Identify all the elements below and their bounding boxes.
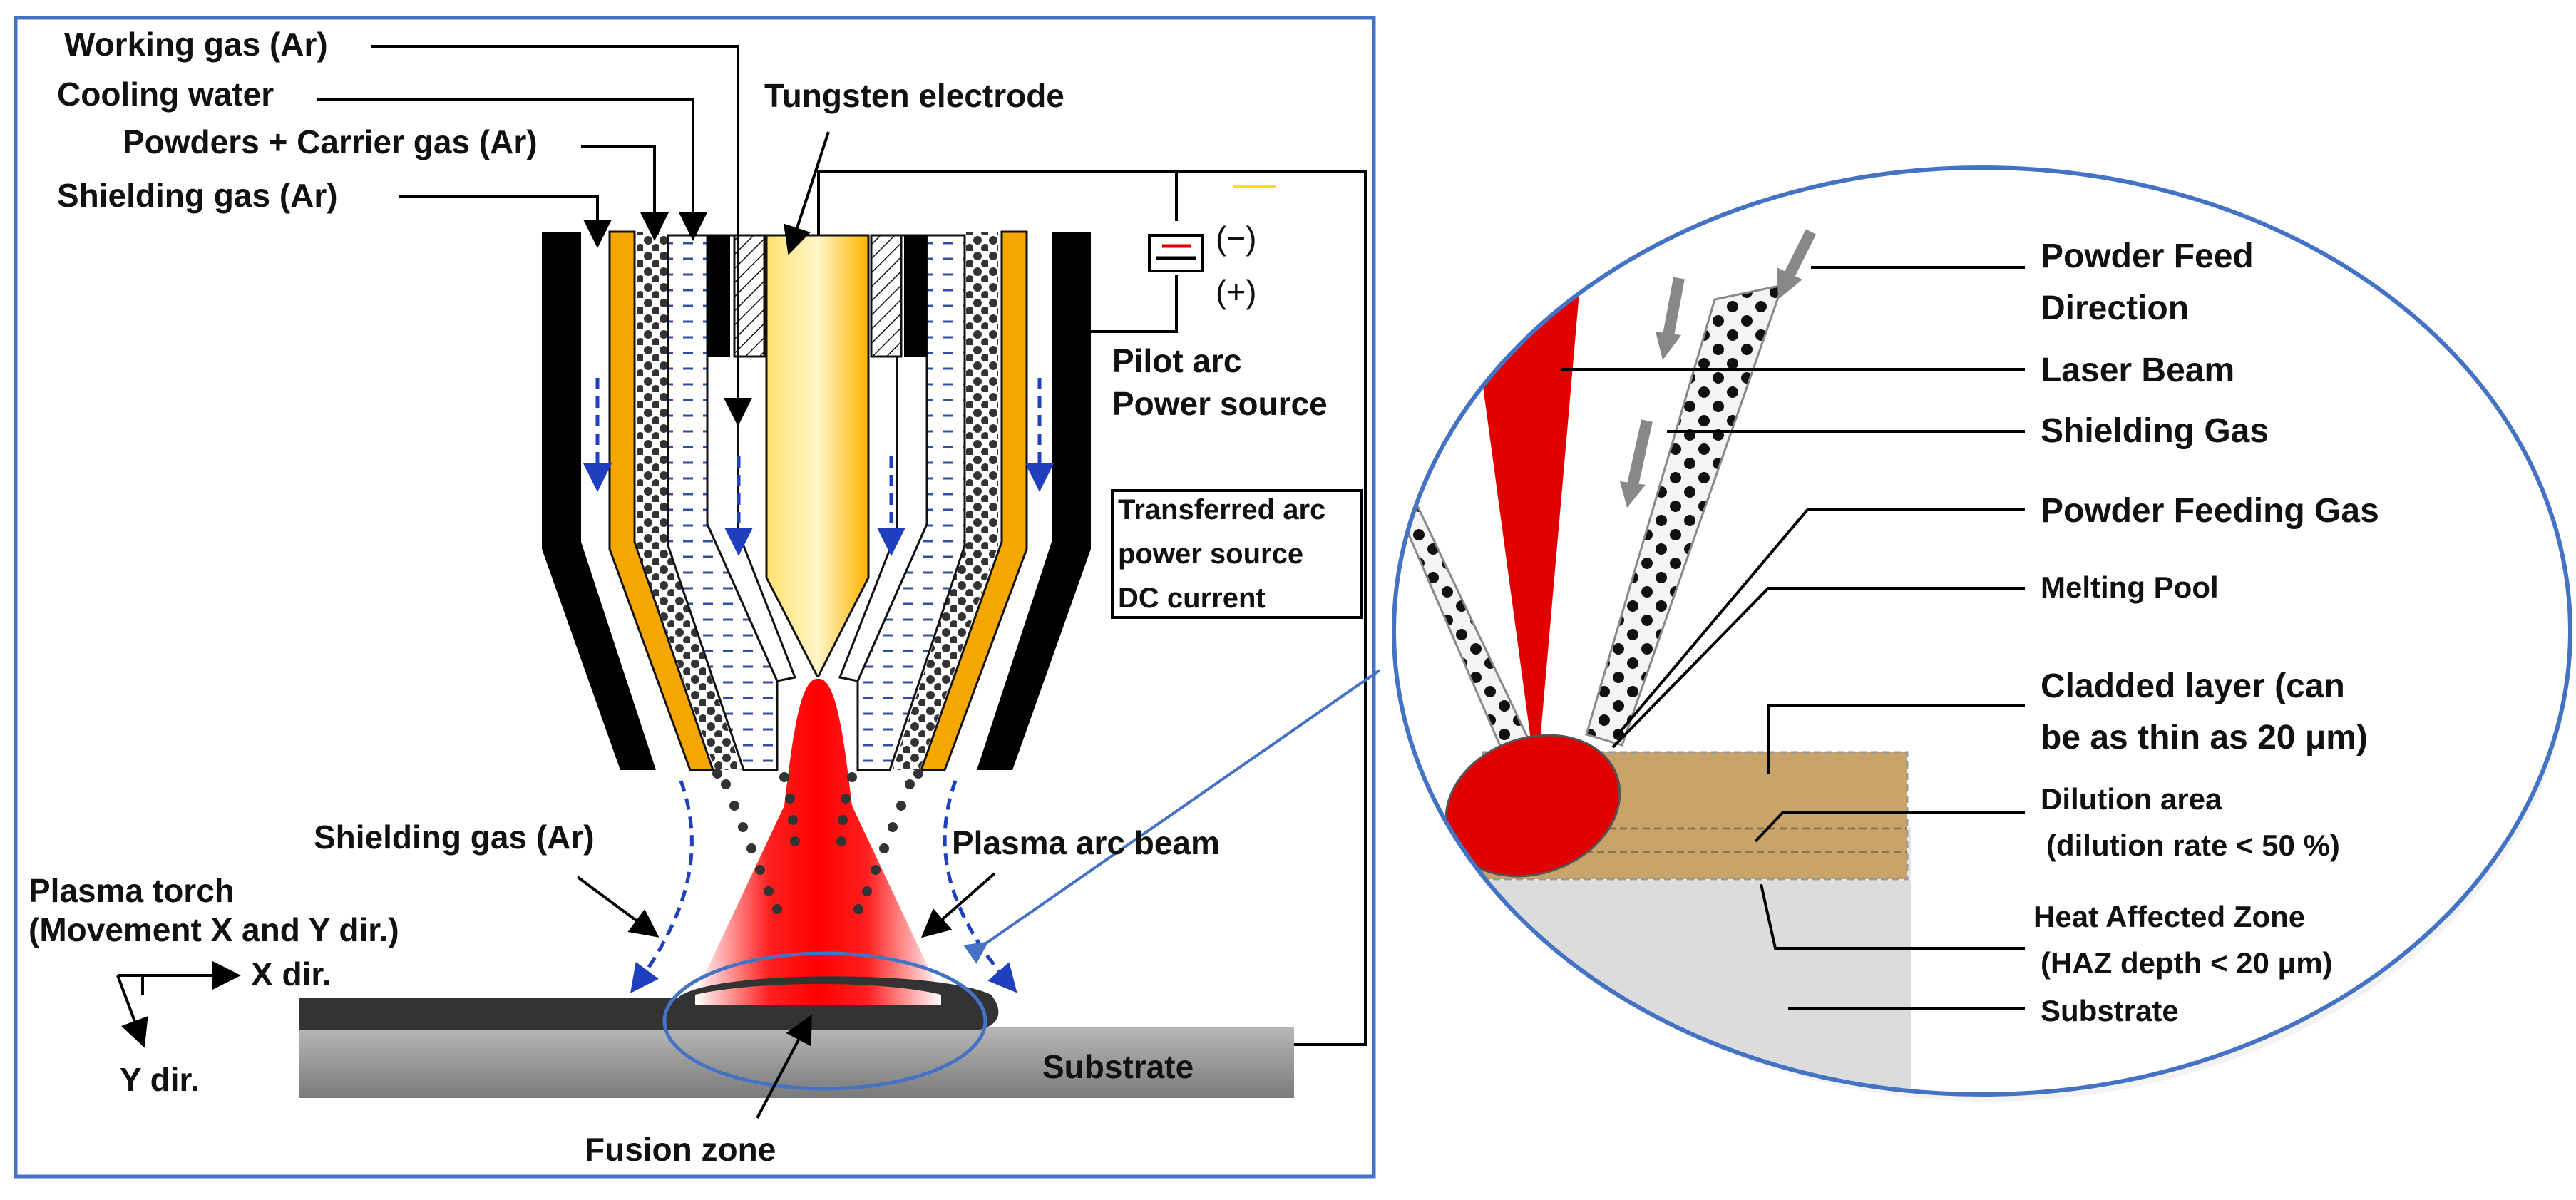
label-x-dir: X dir. [251, 955, 331, 993]
label-transferred-arc: Transferred arc [1118, 494, 1325, 525]
label-dc-current: DC current [1118, 583, 1266, 614]
label-minus: (−) [1216, 220, 1257, 257]
pilot-arc-battery [1148, 234, 1204, 272]
label-cladded-thickness: be as thin as 20 μm) [2041, 719, 2368, 757]
outer-nozzle-left [542, 232, 656, 770]
transferred-arc-box [1111, 489, 1363, 619]
label-cladded-layer: Cladded layer (can [2041, 667, 2345, 705]
outer-nozzle-right [977, 232, 1091, 770]
circuit-wiring [817, 170, 1367, 1046]
zoom-circle-border [1392, 165, 2572, 1097]
label-cooling-water: Cooling water [57, 76, 274, 113]
label-shielding-gas-bottom: Shielding gas (Ar) [314, 819, 595, 856]
gold-wall-right [919, 230, 1028, 771]
left-leader-lines [317, 45, 996, 1119]
label-shielding-gas-top: Shielding gas (Ar) [57, 177, 338, 214]
label-plasma-torch-movement: (Movement X and Y dir.) [29, 911, 399, 948]
label-powder-feed: Powder Feed [2041, 237, 2254, 275]
insulator-right-black [904, 235, 927, 357]
tungsten-electrode [765, 234, 870, 677]
label-fusion-zone: Fusion zone [585, 1131, 776, 1168]
zoom-feed-arrowheads [1620, 267, 1802, 508]
label-tungsten-electrode: Tungsten electrode [764, 77, 1064, 114]
plasma-arc-cone [695, 679, 941, 995]
label-working-gas: Working gas (Ar) [64, 26, 328, 63]
label-melting-pool: Melting Pool [2041, 570, 2219, 604]
powder-stream-right [836, 769, 923, 914]
label-shielding-gas-right: Shielding Gas [2041, 412, 2269, 450]
label-laser-beam: Laser Beam [2041, 352, 2234, 389]
label-substrate-right: Substrate [2041, 994, 2179, 1027]
label-y-dir: Y dir. [120, 1061, 200, 1098]
powder-channel-left [637, 232, 742, 770]
label-powder-feed-direction: Direction [2041, 289, 2189, 327]
label-powder-feeding-gas: Powder Feeding Gas [2041, 492, 2379, 530]
zoom-substrate [1394, 881, 1911, 1094]
label-plasma-arc-beam: Plasma arc beam [952, 824, 1220, 861]
label-heat-affected-zone: Heat Affected Zone [2033, 900, 2305, 933]
label-transferred-power-source: power source [1118, 538, 1303, 570]
label-dilution-rate: (dilution rate < 50 %) [2046, 829, 2340, 862]
axis-indicator [116, 961, 241, 1048]
right-leader-lines [1561, 266, 2025, 1010]
gold-wall-left [608, 230, 715, 771]
label-pilot-arc: Pilot arc [1112, 342, 1242, 379]
label-substrate-left: Substrate [1042, 1048, 1194, 1085]
label-haz-depth: (HAZ depth < 20 μm) [2041, 946, 2333, 980]
left-panel-frame [14, 16, 1376, 1179]
zoom-laser-beam [1479, 292, 1579, 745]
insulator-right [870, 234, 903, 358]
label-dilution-area: Dilution area [2041, 782, 2222, 816]
label-pilot-power-source: Power source [1112, 385, 1328, 422]
zoom-link-line [963, 669, 1381, 964]
insulator-left-black [707, 235, 730, 357]
powder-stream-left [712, 769, 800, 914]
fusion-zone-ellipse [662, 951, 987, 1091]
label-plasma-torch: Plasma torch [29, 872, 235, 909]
plasma-on-surface [695, 984, 941, 1005]
powder-channel-right [893, 232, 998, 770]
label-plus: (+) [1216, 273, 1257, 310]
zoom-powder-nozzle-right [1585, 283, 1785, 747]
label-powders-carrier-gas: Powders + Carrier gas (Ar) [123, 123, 538, 160]
